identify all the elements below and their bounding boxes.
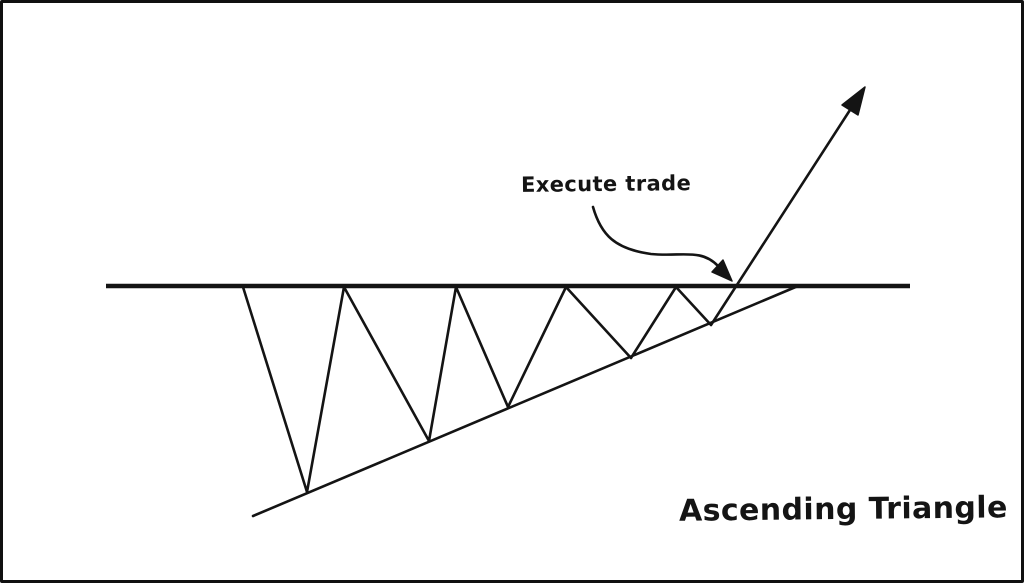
- annotation-arrowhead-icon: [711, 259, 733, 282]
- pattern-drawing: [106, 86, 910, 518]
- pattern-title: Ascending Triangle: [678, 490, 1008, 529]
- annotation-curved-arrow: [591, 205, 720, 268]
- breakout-arrowhead-icon: [841, 86, 866, 116]
- support-trendline: [251, 284, 800, 518]
- execute-trade-label: Execute trade: [520, 171, 692, 197]
- price-zigzag-breakout-line: [241, 108, 852, 494]
